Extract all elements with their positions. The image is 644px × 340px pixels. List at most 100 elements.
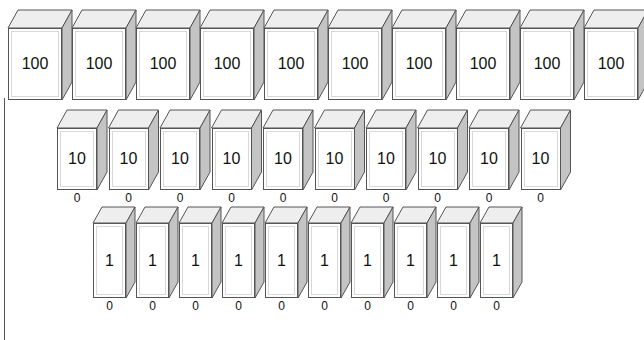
- value-label: 1: [277, 252, 286, 270]
- cube-side: [427, 207, 436, 298]
- cube-depth: [394, 207, 436, 298]
- value-label: 1: [148, 252, 157, 270]
- cube-depth: [264, 10, 328, 100]
- value-label: 100: [150, 55, 177, 73]
- value-label: 100: [406, 55, 433, 73]
- cube-depth: [179, 207, 221, 298]
- value-label: 100: [214, 55, 241, 73]
- cube-depth: [93, 207, 135, 298]
- cube-depth: [265, 207, 307, 298]
- cube-face: 100: [72, 28, 126, 100]
- value-label: 10: [171, 150, 189, 168]
- frame-line: [4, 98, 5, 340]
- cube-top: [584, 10, 644, 28]
- cube-top: [136, 10, 200, 28]
- cube-face: 10: [469, 128, 509, 190]
- cube-face: 100: [200, 28, 254, 100]
- cube-side: [126, 10, 136, 100]
- cube-depth: [315, 110, 365, 190]
- value-label: 10: [274, 150, 292, 168]
- cube-depth: [200, 10, 264, 100]
- cube-depth: [351, 207, 393, 298]
- cube-face: 10: [263, 128, 303, 190]
- cube-face: 1: [394, 223, 427, 298]
- value-label: 100: [342, 55, 369, 73]
- value-label: 100: [598, 55, 625, 73]
- cube-face: 1: [179, 223, 212, 298]
- cube-depth: [521, 110, 571, 190]
- value-label: 1: [105, 252, 114, 270]
- cube-side: [446, 10, 456, 100]
- digit-label: 0: [106, 300, 113, 313]
- cube-face: 100: [456, 28, 510, 100]
- cube-face: 1: [308, 223, 341, 298]
- value-label: 10: [68, 150, 86, 168]
- digit-label: 0: [537, 192, 544, 205]
- cube-depth: [392, 10, 456, 100]
- cube-side: [298, 207, 307, 298]
- digit-label: 0: [407, 300, 414, 313]
- cube-depth: [437, 207, 479, 298]
- cube-side: [200, 110, 210, 190]
- value-label: 10: [429, 150, 447, 168]
- digit-label: 0: [280, 192, 287, 205]
- cube-side: [62, 10, 72, 100]
- cube-side: [254, 10, 264, 100]
- cube-depth: [480, 207, 522, 298]
- cube-depth: [109, 110, 159, 190]
- value-label: 10: [223, 150, 241, 168]
- value-label: 1: [492, 252, 501, 270]
- cube-depth: [418, 110, 468, 190]
- cube-side: [470, 207, 479, 298]
- cube-top: [200, 10, 264, 28]
- cube-top: [520, 10, 584, 28]
- digit-label: 0: [192, 300, 199, 313]
- value-label: 100: [278, 55, 305, 73]
- cube-side: [149, 110, 159, 190]
- value-label: 10: [326, 150, 344, 168]
- cube-top: [456, 10, 520, 28]
- cube-face: 1: [351, 223, 384, 298]
- value-label: 10: [377, 150, 395, 168]
- cube-depth: [72, 10, 136, 100]
- digit-label: 0: [321, 300, 328, 313]
- cube-face: 100: [264, 28, 318, 100]
- digit-label: 0: [434, 192, 441, 205]
- cube-side: [638, 10, 644, 100]
- cube-side: [252, 110, 262, 190]
- cube-face: 1: [222, 223, 255, 298]
- cube-face: 10: [57, 128, 97, 190]
- cube-top: [8, 10, 72, 28]
- cube-side: [190, 10, 200, 100]
- digit-label: 0: [364, 300, 371, 313]
- cube-face: 10: [160, 128, 200, 190]
- cube-side: [510, 10, 520, 100]
- cube-depth: [263, 110, 313, 190]
- cube-face: 10: [521, 128, 561, 190]
- cube-depth: [136, 10, 200, 100]
- cube-side: [458, 110, 468, 190]
- cube-side: [382, 10, 392, 100]
- cube-side: [513, 207, 522, 298]
- digit-label: 0: [450, 300, 457, 313]
- digit-label: 0: [125, 192, 132, 205]
- value-label: 100: [534, 55, 561, 73]
- cube-depth: [222, 207, 264, 298]
- value-label: 10: [532, 150, 550, 168]
- cube-side: [406, 110, 416, 190]
- cube-side: [303, 110, 313, 190]
- value-label: 1: [191, 252, 200, 270]
- digit-label: 0: [493, 300, 500, 313]
- value-label: 1: [406, 252, 415, 270]
- digit-label: 0: [149, 300, 156, 313]
- value-label: 1: [363, 252, 372, 270]
- cube-depth: [520, 10, 584, 100]
- cube-face: 1: [265, 223, 298, 298]
- digit-label: 0: [331, 192, 338, 205]
- cube-face: 1: [480, 223, 513, 298]
- cube-depth: [212, 110, 262, 190]
- cube-face: 100: [328, 28, 382, 100]
- cube-side: [341, 207, 350, 298]
- cube-face: 100: [520, 28, 574, 100]
